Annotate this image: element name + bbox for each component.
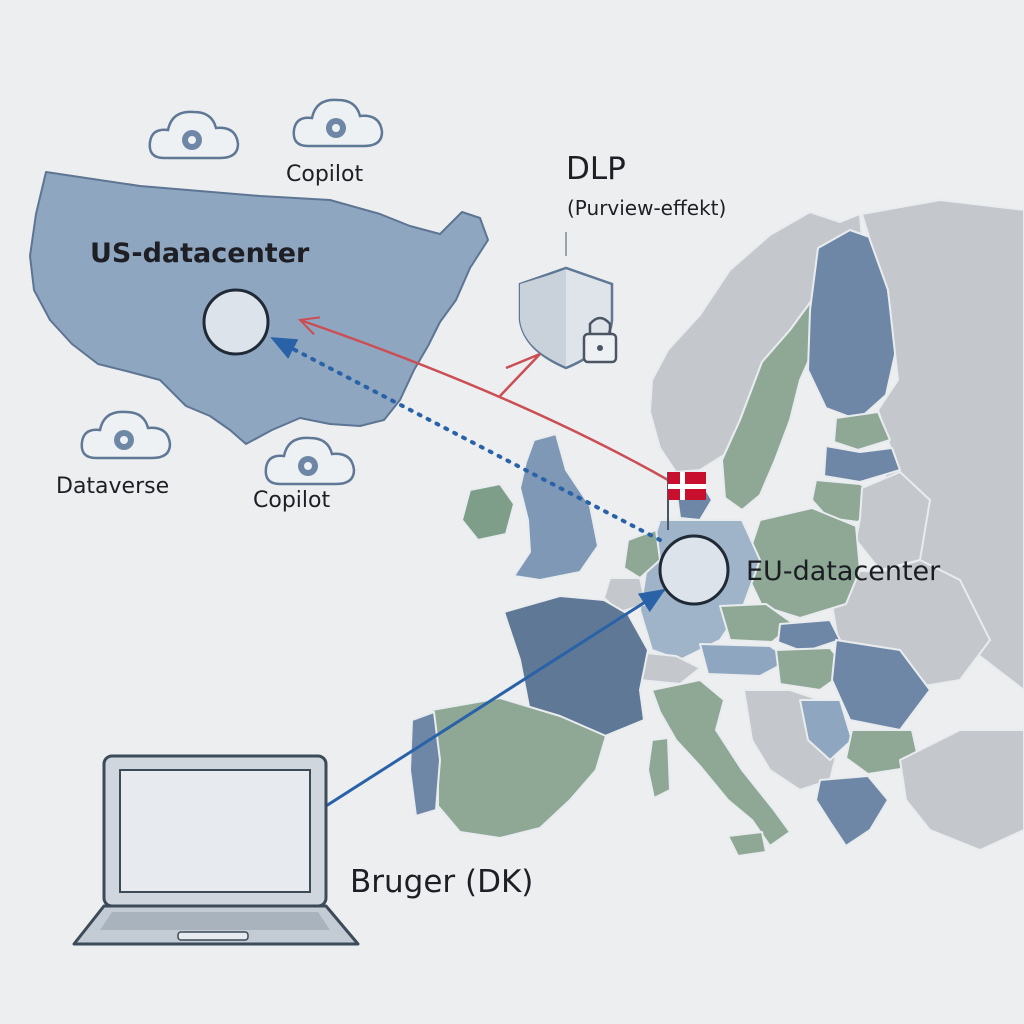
user-to-eu-arrow <box>325 588 666 808</box>
dlp-title: DLP <box>566 151 626 187</box>
us-datacenter-label: US-datacenter <box>90 238 310 269</box>
france-region <box>503 595 649 739</box>
dataverse-label: Dataverse <box>56 474 170 499</box>
shield-lock-icon <box>518 232 618 370</box>
ireland-region <box>461 483 515 541</box>
sicily-region <box>727 831 767 857</box>
uk-region <box>513 433 599 581</box>
europe-map <box>409 199 1024 857</box>
belgium-region <box>603 577 647 613</box>
serbia-region <box>799 699 853 761</box>
laptop-icon <box>72 754 360 946</box>
copilot-label-bottom: Copilot <box>253 488 331 513</box>
us-datacenter-node <box>202 288 270 356</box>
eu-datacenter-node <box>658 534 730 606</box>
dlp-red-mark <box>499 352 541 397</box>
cloud-gear-icon <box>80 410 172 460</box>
eu-to-us-dotted-arrow <box>270 336 662 542</box>
sardinia-region <box>647 737 671 799</box>
cloud-gear-icon <box>148 110 240 160</box>
eu-to-us-red-arrow <box>300 320 669 482</box>
user-label: Bruger (DK) <box>350 864 534 900</box>
dlp-subtitle: (Purview-effekt) <box>567 196 727 220</box>
copilot-label-top: Copilot <box>286 162 364 187</box>
spain-region <box>431 697 607 839</box>
eu-datacenter-label: EU-datacenter <box>746 556 941 587</box>
portugal-region <box>409 711 441 817</box>
greece-region <box>815 775 889 847</box>
cloud-gear-icon <box>264 436 356 486</box>
austria-region <box>699 643 791 677</box>
italy-region <box>651 679 791 847</box>
danish-flag-icon <box>667 472 706 530</box>
netherlands-region <box>623 529 661 579</box>
turkey-region <box>899 729 1024 851</box>
latvia-region <box>823 445 901 483</box>
slovakia-region <box>777 619 841 653</box>
cloud-gear-icon <box>292 98 384 148</box>
estonia-region <box>833 411 891 451</box>
